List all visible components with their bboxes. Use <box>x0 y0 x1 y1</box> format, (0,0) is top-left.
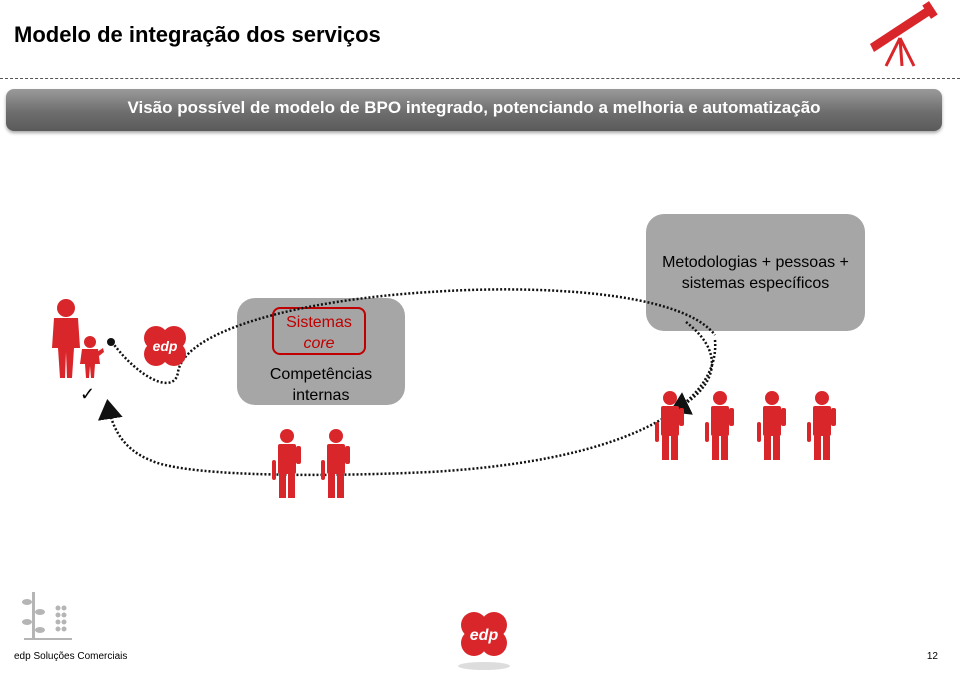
page-title: Modelo de integração dos serviços <box>14 22 381 47</box>
methodologies-line2: sistemas específicos <box>681 275 830 292</box>
internal-person-icon <box>272 429 301 498</box>
external-person-icon <box>655 391 684 460</box>
client-adult-icon <box>52 299 80 378</box>
core-systems-line1: Sistemas <box>286 314 352 331</box>
growth-plant-icon <box>22 592 72 640</box>
internal-person-icon <box>321 429 350 498</box>
arrow-return-to-client <box>97 339 717 477</box>
core-systems-line2: core <box>303 335 335 352</box>
internal-competencies-label: Competências internas <box>240 364 402 406</box>
check-icon: ✓ <box>80 384 96 404</box>
edp-logo-icon: edp <box>144 326 186 366</box>
competencies-line2: internas <box>292 387 350 404</box>
core-systems-highlight: Sistemas core <box>272 307 366 355</box>
external-person-icon <box>705 391 734 460</box>
external-person-icon <box>757 391 786 460</box>
methodologies-line1: Metodologias + pessoas + <box>662 254 849 271</box>
competencies-line1: Competências <box>269 366 373 383</box>
header-divider <box>0 78 960 79</box>
subtitle-banner: Visão possível de modelo de BPO integrad… <box>6 89 942 131</box>
arrow-start-dot <box>107 338 115 346</box>
client-child-icon <box>80 336 104 378</box>
footer-company: edp Soluções Comerciais <box>14 651 128 662</box>
page-number: 12 <box>926 651 938 662</box>
methodologies-label: Metodologias + pessoas + sistemas especí… <box>650 252 861 294</box>
svg-text:edp: edp <box>153 338 178 354</box>
svg-text:edp: edp <box>470 627 499 644</box>
footer-edp-logo-icon: edp <box>458 612 510 670</box>
arrow-client-to-methods <box>110 288 716 384</box>
arrow-to-people <box>669 321 713 415</box>
external-person-icon <box>807 391 836 460</box>
